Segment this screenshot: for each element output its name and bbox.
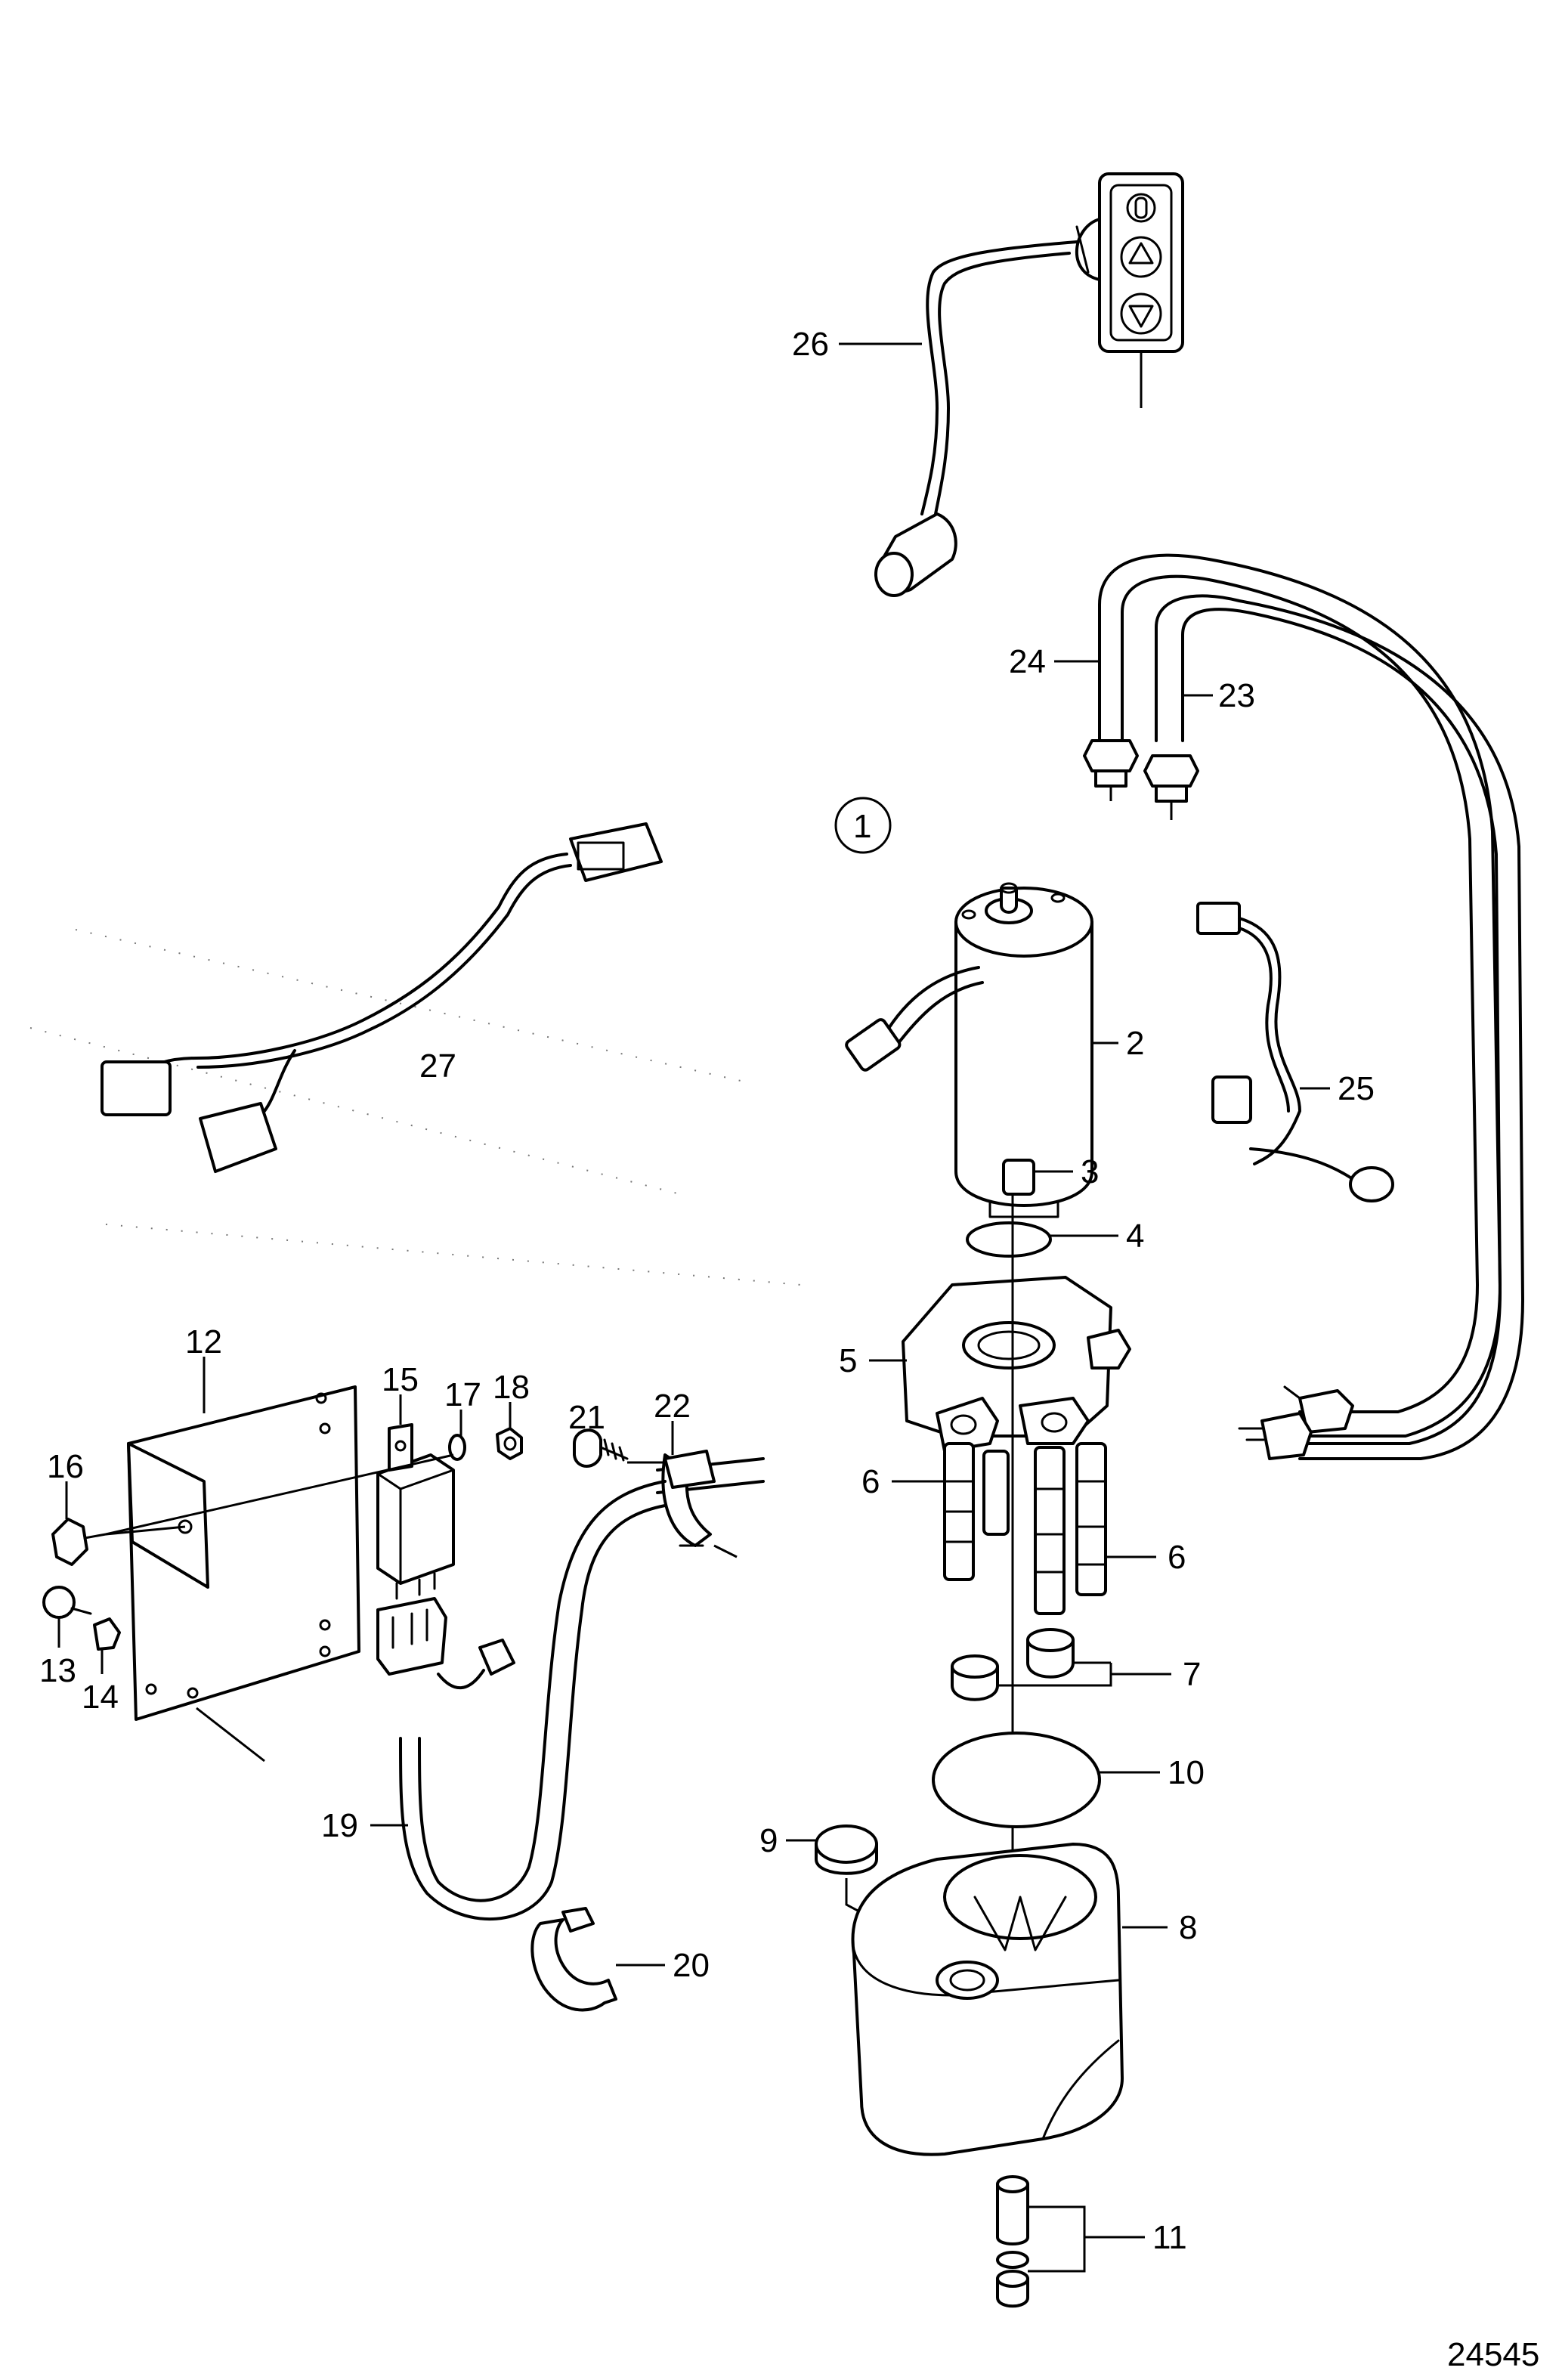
coupling-3	[1002, 1159, 1073, 1196]
label-2: 2	[1126, 1025, 1144, 1062]
label-21: 21	[568, 1399, 605, 1436]
label-17: 17	[444, 1376, 481, 1413]
valve-block-5	[869, 1276, 1131, 1453]
label-24: 24	[1009, 643, 1046, 680]
label-4: 4	[1126, 1218, 1144, 1255]
reference-circle	[834, 797, 892, 854]
cable-harness-19	[370, 1480, 667, 1921]
label-5: 5	[839, 1342, 857, 1379]
label-7: 7	[1183, 1656, 1201, 1693]
check-valves-6	[892, 1442, 1156, 1615]
o-ring-4	[966, 1221, 1118, 1258]
label-9: 9	[759, 1822, 778, 1859]
label-15: 15	[382, 1361, 419, 1398]
mounting-axis	[105, 1453, 454, 1536]
pin-and-screw-11	[996, 2175, 1145, 2308]
label-14: 14	[82, 1679, 119, 1716]
o-ring-10	[932, 1732, 1160, 1828]
screw-21	[573, 1428, 665, 1468]
label-22: 22	[654, 1388, 691, 1425]
clamp-22	[656, 1421, 765, 1558]
label-12: 12	[185, 1323, 222, 1360]
scan-speckle	[29, 929, 802, 1286]
label-1: 1	[853, 808, 871, 845]
label-8: 8	[1179, 1909, 1197, 1946]
label-3: 3	[1081, 1153, 1099, 1190]
label-20: 20	[673, 1947, 710, 1984]
nut-14	[93, 1617, 121, 1674]
label-6a: 6	[861, 1463, 880, 1500]
electric-motor	[845, 882, 1118, 1218]
label-13: 13	[39, 1652, 76, 1689]
wiring-harness-27	[101, 822, 663, 1173]
screw-16	[51, 1481, 186, 1566]
trim-control-panel	[874, 172, 1184, 597]
label-16: 16	[47, 1448, 84, 1485]
wiring-harness-25	[1196, 902, 1394, 1202]
label-10: 10	[1168, 1754, 1205, 1791]
label-26: 26	[792, 326, 829, 363]
label-11: 11	[1152, 2219, 1187, 2256]
cable-tie-20	[530, 1907, 665, 2012]
label-23: 23	[1218, 677, 1255, 714]
label-27: 27	[419, 1048, 456, 1085]
relay-15	[376, 1394, 455, 1600]
hydraulic-hoses	[1083, 553, 1524, 1460]
label-18: 18	[493, 1369, 530, 1406]
label-19: 19	[321, 1807, 358, 1844]
label-6b: 6	[1168, 1539, 1186, 1576]
washer-17	[448, 1410, 466, 1461]
bracket-plate-12	[127, 1357, 360, 1763]
label-25: 25	[1338, 1070, 1375, 1107]
screw-13	[42, 1586, 92, 1648]
figure-number: 24545	[1447, 2336, 1539, 2373]
seals-7	[951, 1628, 1171, 1701]
nut-18	[496, 1402, 523, 1460]
reservoir-8	[851, 1843, 1168, 2156]
